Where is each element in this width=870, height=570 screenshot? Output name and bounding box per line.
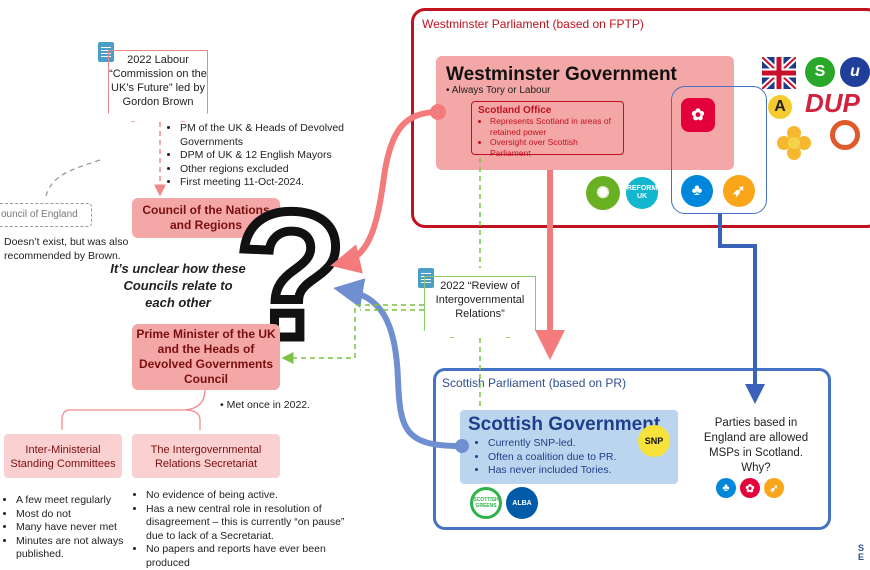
westminster-parliament-label: Westminster Parliament (based on FPTP) xyxy=(422,17,644,31)
scottish-government-points: Currently SNP-led. Often a coalition due… xyxy=(476,437,648,478)
scotland-office-title: Scotland Office xyxy=(478,105,552,116)
pm-council-note-text: Met once in 2022. xyxy=(226,399,311,411)
document-icon xyxy=(98,42,114,62)
review-box: 2022 “Review of Intergovernmental Relati… xyxy=(424,276,536,338)
scotland-office-points: Represents Scotland in areas of retained… xyxy=(478,116,617,158)
review-text: 2022 “Review of Intergovernmental Relati… xyxy=(435,280,525,320)
labour-commission-box: 2022 Labour “Commission on the UK’s Futu… xyxy=(108,50,208,122)
westminster-government-note: • Always Tory or Labour xyxy=(446,85,551,96)
scottish-to-question-arrow xyxy=(333,278,461,449)
document-icon xyxy=(418,268,434,288)
reform-uk-icon: REFORM UK xyxy=(626,177,658,209)
sdlp-icon: S xyxy=(805,57,835,87)
commission-to-england-link xyxy=(44,159,101,201)
labour-commission-text: 2022 Labour “Commission on the UK’s Futu… xyxy=(109,54,207,108)
secretariat-point: No papers and reports have ever been pro… xyxy=(146,543,356,570)
plaid-cymru-flower-icon xyxy=(776,125,812,161)
council-nations-title: Council of the Nations and Regions xyxy=(142,203,270,232)
council-of-england-label: ouncil of England xyxy=(1,209,78,220)
labour-libdem-group-outline xyxy=(671,86,767,214)
secretariat-box: The Intergovernmental Relations Secretar… xyxy=(132,434,280,478)
conservative-tree-icon: ♣ xyxy=(716,478,736,498)
scotland-office-point: Represents Scotland in areas of retained… xyxy=(490,116,617,137)
scottish-parliament-frame xyxy=(433,368,831,530)
inter-ministerial-box: Inter-Ministerial Standing Committees xyxy=(4,434,122,478)
westminster-government-note-text: Always Tory or Labour xyxy=(451,85,551,96)
reform-label: REFORM UK xyxy=(626,185,658,200)
inter-ministerial-points: A few meet regularly Most do not Many ha… xyxy=(4,494,141,562)
union-flag-icon xyxy=(762,57,796,89)
westminster-government-title: Westminster Government xyxy=(446,64,677,85)
conservative-tree-icon: ♣ xyxy=(681,175,713,207)
scottish-greens-logo: SCOTTISH GREENS xyxy=(470,487,502,519)
westminster-link-dot xyxy=(430,104,446,120)
council-nations-point: DPM of UK & 12 English Mayors xyxy=(180,149,365,163)
secretariat-point: Has a new central role in resolution of … xyxy=(146,503,356,544)
council-of-england-box: ouncil of England xyxy=(0,203,92,227)
westminster-to-question-arrow xyxy=(330,109,439,274)
alba-logo: ALBA xyxy=(506,487,538,519)
inter-ministerial-point: A few meet regularly xyxy=(16,494,141,508)
council-nations-point: PM of the UK & Heads of Devolved Governm… xyxy=(180,122,365,149)
inter-ministerial-title: Inter-Ministerial Standing Committees xyxy=(10,444,116,470)
unclear-note: It’s unclear how these Councils relate t… xyxy=(110,261,246,310)
sinn-fein-icon xyxy=(830,120,860,150)
inter-ministerial-point: Most do not xyxy=(16,508,141,522)
scottish-government-point: Currently SNP-led. xyxy=(488,437,648,451)
pm-council-note: • Met once in 2022. xyxy=(220,399,311,411)
alliance-label: A xyxy=(774,98,786,115)
scottish-link-dot xyxy=(455,439,469,453)
libdem-bird-icon: ➶ xyxy=(764,478,784,498)
labour-rose-icon: ✿ xyxy=(681,98,715,132)
pm-council-title: Prime Minister of the UK and the Heads o… xyxy=(136,327,276,386)
scotland-office-point: Oversight over Scottish Parliament xyxy=(490,137,617,158)
scottish-government-point: Often a coalition due to PR. xyxy=(488,451,648,465)
scottish-government-title: Scottish Government xyxy=(468,414,661,435)
libdem-bird-icon: ➶ xyxy=(723,175,755,207)
snp-logo: SNP xyxy=(638,425,670,457)
council-nations-points: PM of the UK & Heads of Devolved Governm… xyxy=(168,122,365,190)
corner-mark: S E xyxy=(858,543,865,562)
dup-logo: DUP xyxy=(805,88,860,119)
review-to-council-arrow xyxy=(281,304,424,364)
council-nations-point: Other regions excluded xyxy=(180,163,365,177)
pm-council-to-committees-link xyxy=(61,389,206,430)
inter-ministerial-point: Minutes are not always published. xyxy=(16,535,141,562)
alliance-party-icon: A xyxy=(768,95,792,119)
inter-ministerial-point: Many have never met xyxy=(16,521,141,535)
parties-to-scotland-arrow xyxy=(718,214,765,404)
scotland-office-box: Scotland Office Represents Scotland in a… xyxy=(471,101,624,158)
green-party-icon: ✺ xyxy=(586,176,620,210)
scottish-greens-label: SCOTTISH GREENS xyxy=(473,497,499,509)
uup-icon: u xyxy=(840,57,870,87)
parties-note: Parties based in England are allowed MSP… xyxy=(703,417,809,474)
dup-label: DUP xyxy=(805,88,860,118)
council-of-england-note: Doesn’t exist, but was also recommended … xyxy=(4,236,129,262)
council-nations-point: First meeting 11-Oct-2024. xyxy=(180,176,365,190)
alba-label: ALBA xyxy=(512,499,532,507)
labour-rose-icon: ✿ xyxy=(740,478,760,498)
scottish-parliament-label: Scottish Parliament (based on PR) xyxy=(442,376,627,390)
pm-council-box: Prime Minister of the UK and the Heads o… xyxy=(132,324,280,390)
snp-label: SNP xyxy=(644,436,664,446)
secretariat-title: The Intergovernmental Relations Secretar… xyxy=(150,444,262,470)
secretariat-point: No evidence of being active. xyxy=(146,489,356,503)
secretariat-points: No evidence of being active. Has a new c… xyxy=(134,489,356,570)
scottish-government-point: Has never included Tories. xyxy=(488,464,648,478)
council-nations-box: Council of the Nations and Regions xyxy=(132,198,280,238)
